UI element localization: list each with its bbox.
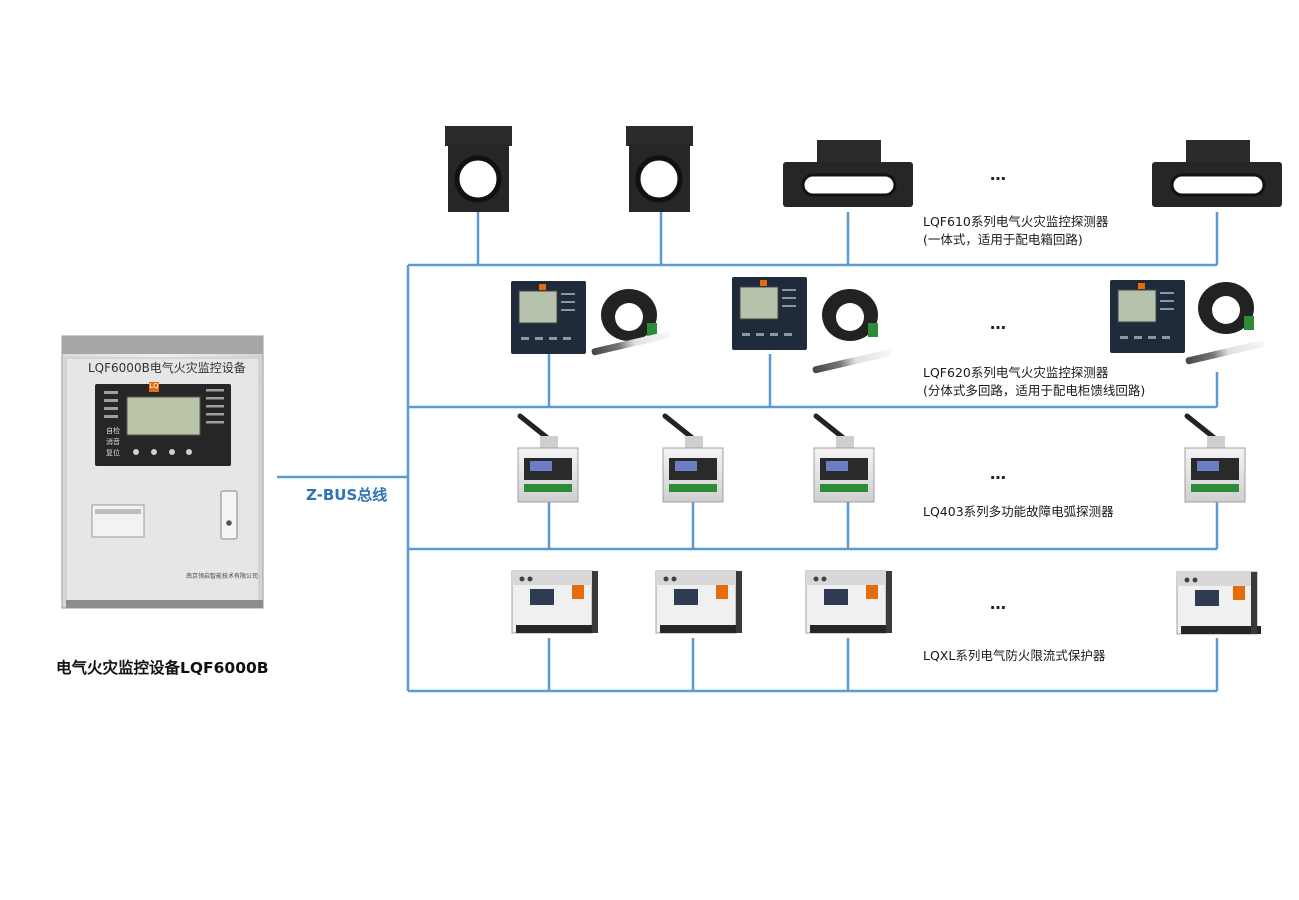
lqf610-wide-ct-sensor <box>783 140 913 207</box>
row2-desc: (分体式多回路，适用于配电柜馈线回路) <box>923 383 1146 398</box>
lqf620-unit <box>1110 280 1264 365</box>
row2-ellipsis: … <box>990 314 1007 333</box>
row1-ellipsis: … <box>990 165 1007 184</box>
lq403-unit <box>813 413 875 503</box>
bus-label: Z-BUS总线 <box>306 486 388 504</box>
controller-key-reset: 复位 <box>106 449 120 457</box>
row3-ellipsis: … <box>990 464 1007 483</box>
lq403-unit <box>1184 413 1246 503</box>
lqf610-ct-sensor <box>445 126 512 212</box>
controller-panel-title: LQF6000B电气火灾监控设备 <box>88 361 246 375</box>
lq403-devices <box>517 413 1246 503</box>
lcd-screen <box>126 396 201 436</box>
controller-caption: 电气火灾监控设备LQF6000B <box>56 659 269 677</box>
controller-logo-text: LQ <box>149 382 159 390</box>
lqf610-ct-sensor <box>626 126 693 212</box>
row1-name: LQF610系列电气火灾监控探测器 <box>923 214 1109 229</box>
lqxl-unit <box>1176 571 1261 635</box>
lqxl-unit <box>655 570 742 634</box>
controller-company: 南京领启智能技术有限公司 <box>186 573 259 580</box>
row2-name: LQF620系列电气火灾监控探测器 <box>923 365 1109 380</box>
row4-ellipsis: … <box>990 594 1007 613</box>
lqf610-wide-ct-sensor <box>1152 140 1282 207</box>
controller-key-selftest: 自检 <box>106 427 120 435</box>
lq403-unit <box>662 413 724 503</box>
lqxl-unit <box>805 570 892 634</box>
cabinet-lock <box>220 490 238 540</box>
row1-desc: (一体式，适用于配电箱回路) <box>923 232 1083 247</box>
row3-name: LQ403系列多功能故障电弧探测器 <box>923 504 1114 519</box>
lqf620-unit <box>511 281 670 356</box>
lqf620-devices <box>511 277 1264 374</box>
lq403-unit <box>517 413 579 503</box>
controller-cabinet <box>61 335 264 609</box>
lqxl-unit <box>511 570 598 634</box>
controller-key-mute: 消音 <box>106 438 120 446</box>
logo-badge <box>149 382 159 392</box>
bus-lines <box>277 212 1219 693</box>
row4-name: LQXL系列电气防火限流式保护器 <box>923 648 1106 663</box>
lqf610-devices <box>445 126 1282 212</box>
lqxl-devices <box>511 570 1261 635</box>
lqf620-unit <box>732 277 891 374</box>
